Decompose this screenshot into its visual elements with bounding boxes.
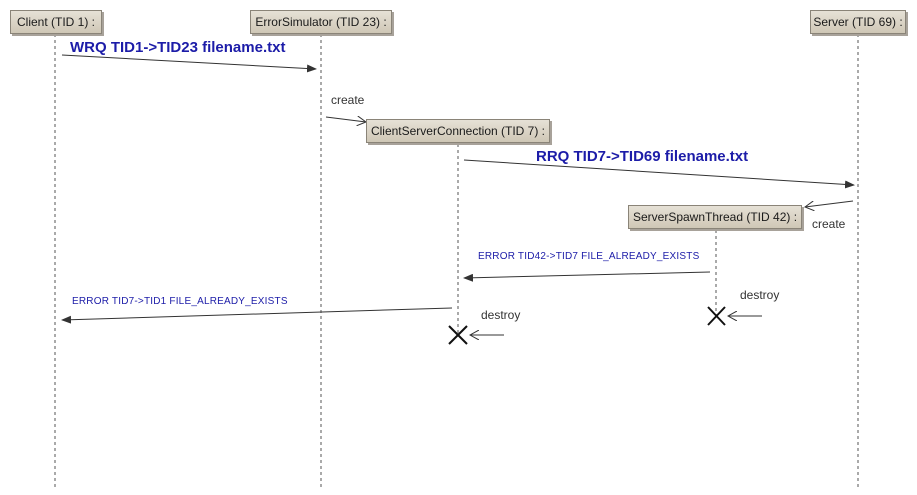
create-sst-arrow [805,200,854,207]
server-spawn-thread-box[interactable]: ServerSpawnThread (TID 42) : [628,205,802,229]
create-csc-label: create [331,93,365,107]
client-server-connection-label: ClientServerConnection (TID 7) : [370,124,546,138]
error-csc-arrow [61,307,453,324]
wrq-message-label: WRQ TID1->TID23 filename.txt [70,39,286,56]
client-box[interactable]: Client (TID 1) : [10,10,102,34]
error-sst-arrow [463,271,711,282]
create-sst-label: create [812,217,846,231]
rrq-message-label: RRQ TID7->TID69 filename.txt [536,148,749,165]
destroy-sst-label: destroy [740,288,780,302]
server-spawn-thread-label: ServerSpawnThread (TID 42) : [632,210,798,224]
error-sst-message-label: ERROR TID42->TID7 FILE_ALREADY_EXISTS [478,251,700,262]
destroy-x-sst [707,306,726,326]
server-box[interactable]: Server (TID 69) : [810,10,906,34]
client-label: Client (TID 1) : [16,15,95,29]
create-csc-arrow [325,117,366,122]
server-label: Server (TID 69) : [813,15,903,29]
destroy-x-csc [448,325,468,345]
wrq-arrow [61,54,317,73]
error-simulator-label: ErrorSimulator (TID 23) : [255,15,387,29]
rrq-arrow [463,159,855,189]
destroy-csc-label: destroy [481,308,521,322]
client-server-connection-box[interactable]: ClientServerConnection (TID 7) : [366,119,550,143]
error-csc-message-label: ERROR TID7->TID1 FILE_ALREADY_EXISTS [72,296,288,307]
error-simulator-box[interactable]: ErrorSimulator (TID 23) : [250,10,392,34]
